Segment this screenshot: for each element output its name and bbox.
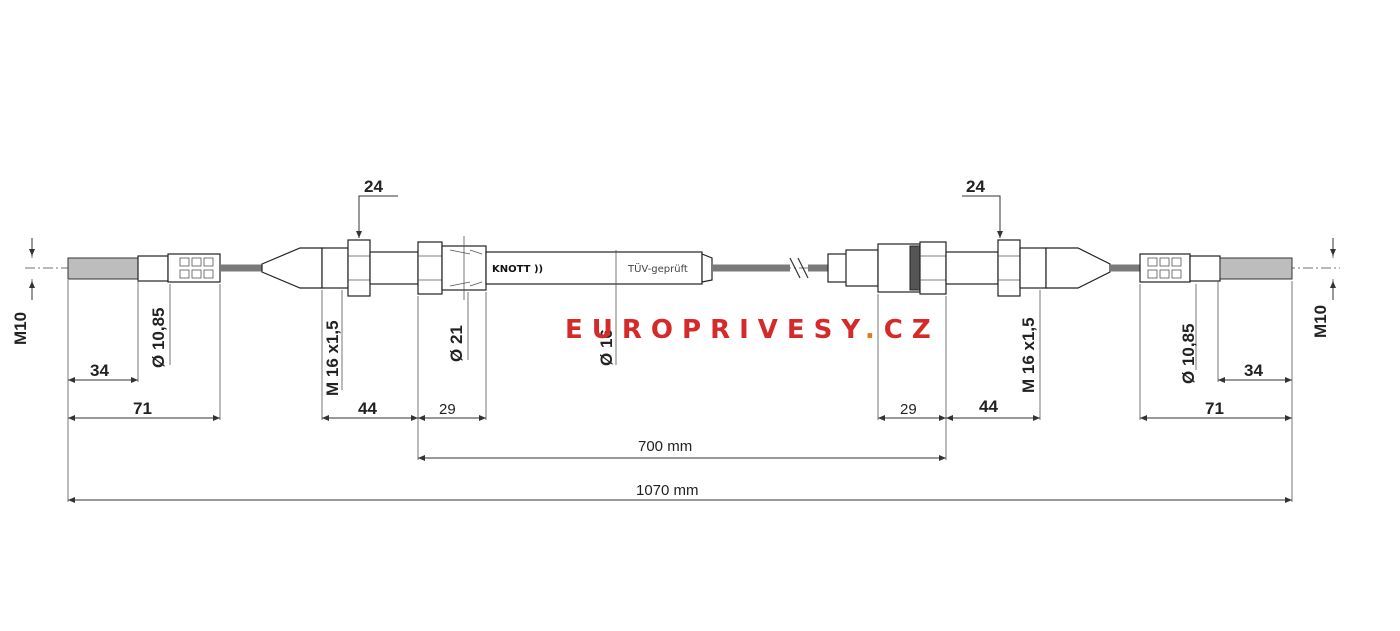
right-boot xyxy=(1045,247,1111,289)
right-sheath-stub xyxy=(827,253,849,283)
dia-10-85-left: Ø 10,85 xyxy=(149,308,168,369)
right-thread-m16 xyxy=(945,251,999,285)
thread-m16-left: M 16 x1,5 xyxy=(323,320,342,396)
dim-29-right: 29 xyxy=(900,401,917,418)
dim-sheath-length: 700 mm xyxy=(638,438,692,455)
watermark-tld: CZ xyxy=(884,315,940,345)
extension-lines xyxy=(31,248,1334,502)
dim-34-right: 34 xyxy=(1244,361,1263,380)
left-nut xyxy=(347,239,371,297)
tuv-label: TÜV-geprüft xyxy=(627,262,688,275)
watermark-part-2: O xyxy=(651,315,682,345)
wrench-size-left: 24 xyxy=(364,177,383,196)
left-end-sleeve xyxy=(137,255,169,282)
left-end-assembly xyxy=(67,236,487,300)
right-end-sleeve xyxy=(1189,255,1221,282)
dim-71-right: 71 xyxy=(1205,399,1224,418)
left-thread-m16 xyxy=(369,251,419,285)
dia-10-85-right: Ø 10,85 xyxy=(1179,324,1198,385)
dia-16: Ø 16 xyxy=(597,329,616,366)
thread-m16-right: M 16 x1,5 xyxy=(1019,317,1038,393)
dim-29-left: 29 xyxy=(439,401,456,418)
cable-sheath xyxy=(485,251,703,285)
thread-m10-right: M10 xyxy=(1311,305,1330,338)
left-threaded-body xyxy=(321,247,349,289)
left-threaded-end xyxy=(67,257,139,280)
sheath-end-cap xyxy=(701,253,713,283)
right-fitting-nut xyxy=(919,241,947,295)
dim-total-length: 1070 mm xyxy=(636,482,699,499)
right-nut xyxy=(997,239,1021,297)
dim-44-left: 44 xyxy=(358,399,377,418)
right-end-assembly xyxy=(827,239,1293,297)
right-threaded-end xyxy=(1219,257,1293,280)
left-boot xyxy=(261,247,323,289)
left-fitting-nut xyxy=(417,241,443,295)
watermark-part-3: PRIVESY xyxy=(682,315,865,345)
dim-44-right: 44 xyxy=(979,397,998,416)
watermark-part-1: EUR xyxy=(565,315,651,345)
wrench-size-right: 24 xyxy=(966,177,985,196)
right-threaded-body xyxy=(1019,247,1047,289)
brand-label: KNOTT )) xyxy=(492,264,543,275)
left-crimp-ferrule xyxy=(167,253,221,283)
dim-34-left: 34 xyxy=(90,361,109,380)
right-sheath-end xyxy=(845,249,879,287)
watermark: EUROPRIVESY.CZ xyxy=(565,315,940,345)
dia-21: Ø 21 xyxy=(447,325,466,362)
dim-71-left: 71 xyxy=(133,399,152,418)
watermark-dot: . xyxy=(865,315,884,345)
dimension-lines xyxy=(29,195,1336,503)
thread-m10-left: M10 xyxy=(11,312,30,345)
